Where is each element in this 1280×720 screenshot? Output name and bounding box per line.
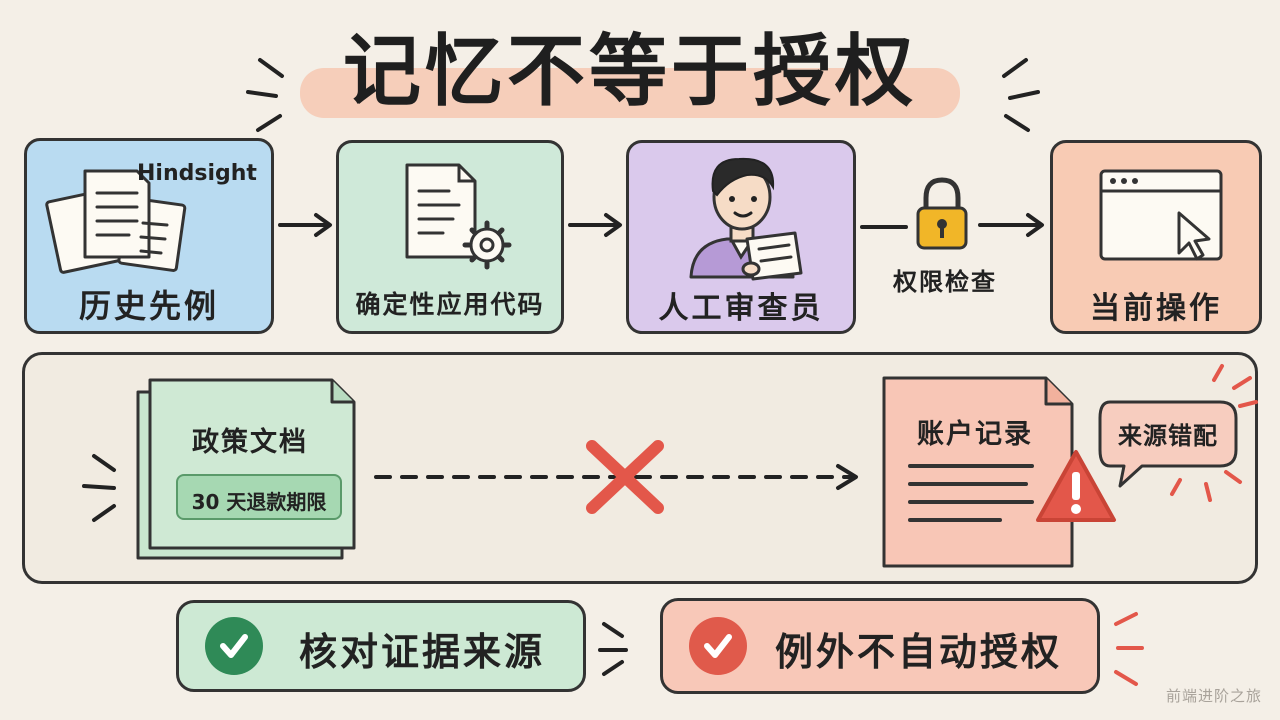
history-card-label: 历史先例	[78, 287, 219, 325]
takeaway-no-auto-authorize: 例外不自动授权	[660, 598, 1100, 694]
takeaway-verify-source: 核对证据来源	[176, 600, 586, 692]
check-circle-icon	[205, 617, 263, 675]
flow-line-to-lock	[860, 225, 908, 229]
code-card-label: 确定性应用代码	[355, 290, 545, 319]
reviewer-card: 人工审查员	[626, 140, 856, 334]
policy-burst-icon	[82, 454, 116, 522]
reviewer-person-icon	[689, 157, 803, 281]
page-title: 记忆不等于授权	[342, 27, 917, 117]
dashed-mismatch-arrow	[374, 464, 858, 490]
flow-arrow-2	[568, 213, 622, 237]
policy-document-icon	[136, 378, 356, 560]
refund-period-chip	[176, 474, 342, 520]
watermark: 前端进阶之旅	[1165, 687, 1262, 705]
title-burst-left-icon	[246, 58, 284, 132]
refund-period-text: 30 天退款期限	[191, 490, 327, 514]
cross-icon	[586, 440, 664, 514]
browser-cursor-icon	[1099, 169, 1223, 261]
history-card: Hindsight 历史先例	[24, 138, 274, 334]
red-burst-icon	[1114, 612, 1144, 686]
lock-icon	[916, 177, 968, 250]
takeaway-verify-source-text: 核对证据来源	[299, 630, 546, 674]
flow-arrow-3	[978, 213, 1044, 237]
title-burst-right-icon	[1002, 58, 1040, 132]
check-circle-icon	[689, 617, 747, 675]
bubble-burst-icon	[1170, 364, 1258, 502]
title-highlight	[300, 68, 960, 118]
source-mismatch-label: 来源错配	[1118, 422, 1218, 450]
document-gear-icon	[405, 163, 512, 270]
reviewer-card-label: 人工审查员	[658, 291, 824, 326]
takeaway-no-auto-authorize-text: 例外不自动授权	[775, 630, 1063, 674]
code-card: 确定性应用代码	[336, 140, 564, 334]
documents-icon	[45, 169, 187, 274]
speech-bubble	[1098, 400, 1238, 488]
current-operation-card: 当前操作	[1050, 140, 1262, 334]
flow-arrow-1	[278, 213, 332, 237]
hindsight-tag: Hindsight	[137, 161, 257, 186]
account-record-title: 账户记录	[917, 419, 1033, 450]
warning-icon	[1036, 450, 1116, 522]
current-operation-label: 当前操作	[1090, 291, 1222, 326]
permission-check-label: 权限检查	[893, 268, 997, 296]
policy-doc-title: 政策文档	[192, 427, 308, 458]
middle-burst-icon	[598, 622, 628, 676]
